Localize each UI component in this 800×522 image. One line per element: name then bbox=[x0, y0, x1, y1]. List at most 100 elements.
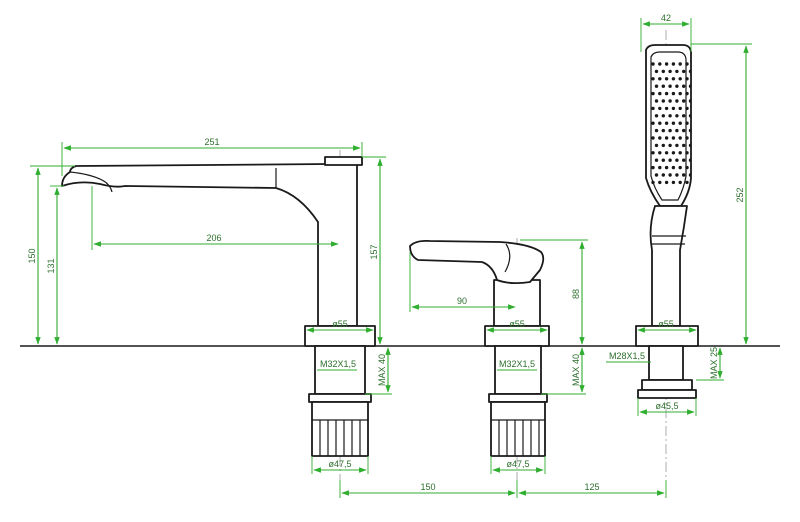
hand-shower-washer bbox=[637, 389, 697, 399]
mixer-washer bbox=[488, 393, 548, 403]
spray-hole bbox=[664, 180, 669, 185]
spray-hole bbox=[688, 158, 691, 162]
spray-hole bbox=[678, 106, 682, 111]
spray-hole bbox=[658, 62, 662, 66]
spray-hole bbox=[658, 180, 662, 185]
dim-spout-height: 150 bbox=[27, 248, 37, 263]
spray-hole bbox=[664, 151, 669, 155]
dim-mixer-max-deck: MAX 40 bbox=[571, 354, 581, 386]
spray-hole bbox=[671, 165, 676, 170]
spray-hole bbox=[651, 121, 655, 125]
spray-hole bbox=[678, 77, 682, 81]
hand-shower-nut bbox=[641, 379, 693, 391]
dimension-labels: 251 150 131 206 157 ø55 M32X1,5 MAX 40 ø… bbox=[27, 13, 745, 492]
mixer-nut bbox=[490, 401, 546, 457]
spray-hole bbox=[671, 136, 676, 140]
spray-hole bbox=[658, 136, 662, 140]
spray-hole bbox=[685, 77, 689, 81]
spray-hole bbox=[675, 128, 679, 133]
spray-hole bbox=[675, 143, 679, 148]
spray-hole bbox=[651, 77, 655, 81]
spray-hole bbox=[661, 128, 665, 133]
spray-hole bbox=[688, 99, 691, 103]
dim-shower-width: 42 bbox=[661, 13, 671, 23]
spray-hole bbox=[685, 136, 689, 140]
dim-mixer-height: 88 bbox=[571, 289, 581, 299]
dim-spout-reach: 206 bbox=[206, 233, 221, 243]
spray-hole bbox=[661, 99, 665, 103]
spray-hole bbox=[661, 69, 665, 74]
spray-hole bbox=[654, 84, 659, 88]
spray-hole bbox=[671, 62, 676, 66]
mixer-lever-detail bbox=[504, 243, 511, 273]
hand-shower-shank bbox=[648, 345, 684, 381]
dim-spacing-mixer-shower: 125 bbox=[584, 482, 599, 492]
spray-hole bbox=[658, 106, 662, 111]
spray-hole bbox=[651, 165, 655, 170]
spray-hole bbox=[685, 91, 689, 96]
spray-hole bbox=[685, 165, 689, 170]
spray-hole bbox=[678, 165, 682, 170]
mixer bbox=[409, 239, 550, 457]
spray-hole bbox=[685, 106, 689, 111]
spray-hole bbox=[661, 173, 665, 177]
spray-hole bbox=[688, 143, 691, 148]
hand-shower bbox=[635, 44, 699, 399]
spray-hole bbox=[654, 99, 659, 103]
spray-hole bbox=[675, 173, 679, 177]
mixer-escutcheon bbox=[484, 325, 550, 347]
spray-hole bbox=[664, 165, 669, 170]
spray-hole bbox=[678, 121, 682, 125]
spout-top-cap bbox=[324, 156, 363, 166]
spray-hole bbox=[668, 173, 672, 177]
spray-hole bbox=[661, 143, 665, 148]
spray-hole bbox=[651, 151, 655, 155]
spray-hole bbox=[658, 165, 662, 170]
spray-hole bbox=[682, 84, 686, 88]
spray-hole bbox=[668, 114, 672, 118]
spray-hole bbox=[675, 114, 679, 118]
spray-hole bbox=[671, 91, 676, 96]
dim-mixer-base-diameter: ø55 bbox=[509, 319, 525, 329]
spray-hole bbox=[682, 99, 686, 103]
spray-hole bbox=[668, 84, 672, 88]
spray-hole bbox=[668, 69, 672, 74]
spray-hole bbox=[651, 180, 655, 185]
spray-hole bbox=[688, 114, 691, 118]
spray-hole bbox=[654, 69, 659, 74]
dim-spout-nut-diameter: ø47,5 bbox=[328, 459, 351, 469]
spray-hole bbox=[661, 114, 665, 118]
spray-hole bbox=[651, 136, 655, 140]
dim-spout-thread: M32X1,5 bbox=[320, 359, 356, 369]
spray-hole bbox=[671, 121, 676, 125]
spray-hole bbox=[682, 128, 686, 133]
spray-hole bbox=[654, 143, 659, 148]
spray-hole bbox=[651, 62, 655, 66]
spray-hole bbox=[671, 151, 676, 155]
hand-shower-head-inner bbox=[650, 51, 687, 201]
dim-shower-thread: M28X1,5 bbox=[609, 351, 645, 361]
spray-hole bbox=[671, 77, 676, 81]
spray-hole bbox=[685, 180, 689, 185]
spray-hole bbox=[671, 106, 676, 111]
dim-mixer-thread: M32X1,5 bbox=[499, 359, 535, 369]
spray-hole bbox=[658, 151, 662, 155]
dim-spout-outlet-height: 131 bbox=[46, 258, 56, 273]
spray-hole bbox=[675, 99, 679, 103]
dim-spout-base-diameter: ø55 bbox=[332, 319, 348, 329]
spray-hole bbox=[654, 158, 659, 162]
spray-hole bbox=[685, 121, 689, 125]
spray-hole bbox=[661, 84, 665, 88]
spray-hole bbox=[668, 143, 672, 148]
spray-hole bbox=[682, 143, 686, 148]
mixer-nut-grip bbox=[491, 419, 545, 456]
spout-arm bbox=[61, 163, 358, 327]
dim-spout-length: 251 bbox=[204, 137, 219, 147]
hand-shower-handle bbox=[649, 205, 688, 327]
spray-hole bbox=[658, 77, 662, 81]
spray-hole bbox=[668, 99, 672, 103]
dim-spout-body-height: 157 bbox=[369, 244, 379, 259]
spray-hole bbox=[682, 69, 686, 74]
spout-nut-grip bbox=[312, 419, 368, 456]
